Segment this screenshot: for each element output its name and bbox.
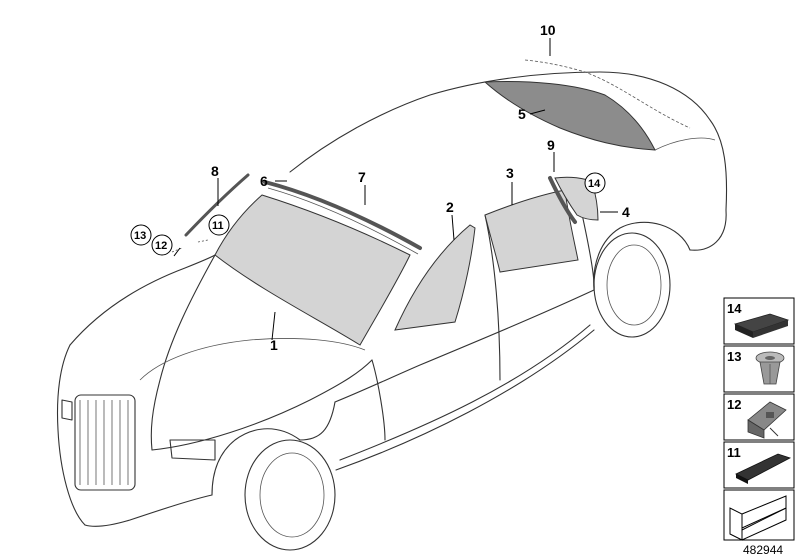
headlight-left <box>61 399 73 421</box>
parts-legend: 14 13 12 11 <box>723 297 795 541</box>
callout-2: 2 <box>446 199 454 215</box>
callout-8: 8 <box>211 163 219 179</box>
rear-window-seal <box>524 59 691 129</box>
car-body <box>56 71 728 551</box>
callout-11-circle <box>208 214 230 236</box>
headlight <box>169 439 216 461</box>
callout-14: 14 <box>588 178 601 190</box>
callout-13: 13 <box>134 230 146 242</box>
callout-12: 12 <box>155 240 167 252</box>
windscreen-trim-strip <box>263 180 422 250</box>
clip-group <box>171 239 209 253</box>
front-wheel <box>244 439 336 551</box>
legend-label-14: 14 <box>727 301 742 316</box>
quarter-glass-seal <box>548 176 577 224</box>
callout-12-circle <box>151 234 173 256</box>
rear-door-glass <box>484 189 579 273</box>
diagram-number: 482944 <box>743 543 783 557</box>
callout-3: 3 <box>506 165 514 181</box>
expansion-clip-icon <box>755 351 785 385</box>
callout-7: 7 <box>358 169 366 185</box>
grille <box>74 394 136 491</box>
callout-6: 6 <box>260 173 268 189</box>
callout-11: 11 <box>212 220 224 232</box>
callout-10: 10 <box>540 22 556 38</box>
bracket-clip-icon <box>747 401 787 439</box>
callout-1: 1 <box>270 337 278 353</box>
rear-window-glass <box>483 81 656 151</box>
rear-wheel <box>593 232 671 338</box>
legend-item-13 <box>723 345 795 393</box>
callout-9: 9 <box>547 137 555 153</box>
windscreen-glass <box>214 194 411 346</box>
callout-13-circle <box>130 224 152 246</box>
front-door-glass <box>394 224 476 331</box>
callout-4: 4 <box>622 204 630 220</box>
a-pillar-trim <box>184 173 250 237</box>
legend-label-11: 11 <box>727 445 741 460</box>
rubber-buffer-icon <box>735 453 792 484</box>
bookmark-arrow-icon <box>729 495 787 541</box>
legend-label-12: 12 <box>727 397 741 412</box>
legend-label-13: 13 <box>727 349 741 364</box>
leader-lines <box>173 38 618 341</box>
foam-pad-icon <box>733 313 790 338</box>
callout-5: 5 <box>518 106 526 122</box>
callout-14-circle <box>584 172 606 194</box>
callouts: 1 2 3 4 5 6 7 8 9 10 11 12 13 14 <box>130 22 630 353</box>
